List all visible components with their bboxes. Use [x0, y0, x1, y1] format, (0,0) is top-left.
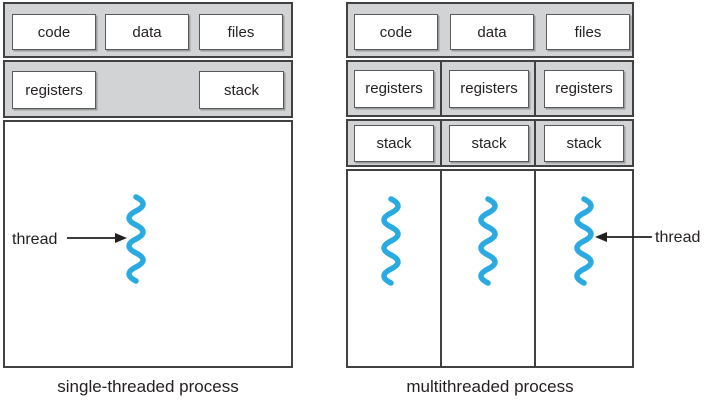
stack-cell-3: stack [534, 119, 634, 167]
stack-box: stack [544, 124, 624, 162]
thread-squiggle-icon [126, 194, 146, 284]
registers-box: registers [449, 69, 529, 108]
stack-cell-1: stack [346, 119, 442, 167]
code-label: code [37, 23, 71, 41]
registers-label: registers [365, 80, 423, 97]
files-label: files [574, 23, 602, 41]
caption-single-threaded: single-threaded process [57, 377, 239, 396]
registers-cell-1: registers [346, 60, 442, 117]
registers-cell-3: registers [534, 60, 634, 117]
stack-label: stack [471, 134, 507, 152]
stack-box: stack [354, 124, 434, 162]
files-box: files [546, 14, 630, 50]
registers-stack-band: registers stack [3, 60, 293, 118]
registers-label: registers [555, 80, 613, 97]
data-box: data [450, 14, 534, 50]
stack-box: stack [199, 71, 284, 109]
memory-band: code data files [346, 2, 634, 58]
stack-label: stack [376, 134, 412, 152]
memory-band: code data files [3, 2, 293, 58]
thread-arrow-icon [595, 232, 652, 242]
files-label: files [227, 23, 255, 41]
thread-squiggle-icon [381, 196, 401, 286]
data-label: data [477, 23, 507, 41]
code-label: code [379, 23, 413, 41]
registers-label: registers [460, 80, 518, 97]
thread-label: thread [12, 231, 58, 248]
registers-label: registers [25, 81, 83, 99]
thread-squiggle-icon [478, 196, 498, 286]
multithreaded-process-box: code data files registers registers regi… [346, 2, 634, 368]
code-box: code [354, 14, 438, 50]
data-box: data [105, 14, 189, 50]
stack-label: stack [566, 134, 602, 152]
registers-cell-2: registers [440, 60, 538, 117]
caption-multithreaded: multithreaded process [406, 377, 574, 396]
stack-cell-2: stack [440, 119, 538, 167]
data-label: data [132, 23, 162, 41]
registers-box: registers [354, 69, 434, 108]
thread-arrow-icon [67, 233, 127, 243]
registers-box: registers [544, 69, 624, 108]
thread-squiggle-icon [574, 196, 594, 286]
stack-box: stack [449, 124, 529, 162]
single-threaded-process-box: code data files registers stack thread [3, 2, 293, 368]
registers-box: registers [12, 71, 96, 109]
thread-area [3, 120, 293, 368]
files-box: files [199, 14, 283, 50]
code-box: code [12, 14, 96, 50]
thread-label: thread [655, 229, 701, 246]
stack-label: stack [223, 81, 259, 99]
